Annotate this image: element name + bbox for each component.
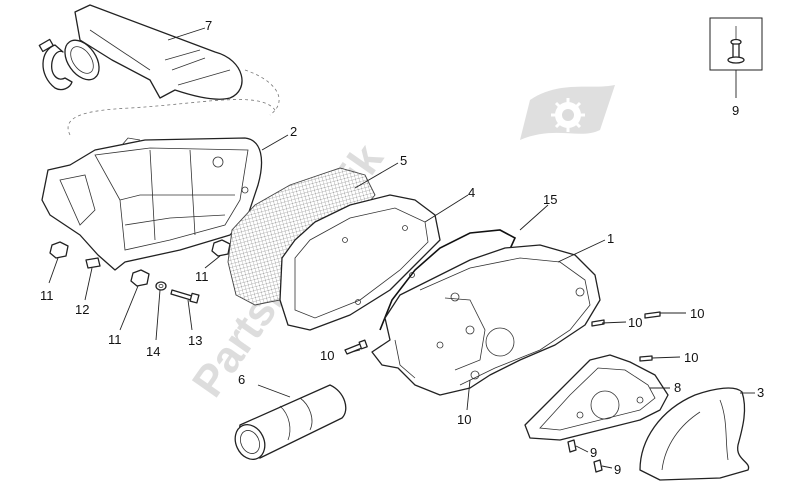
pin-part-12 [85,257,101,269]
grommet-part-11-left [49,241,69,259]
callout-10-top-right: 10 [690,306,704,321]
callout-3: 3 [757,385,764,400]
watermark-gear-flag-icon [520,85,615,140]
callout-2: 2 [290,124,297,139]
washer-part-14 [155,281,167,291]
callout-10-bottom: 10 [457,412,471,427]
leader-lines [48,27,755,469]
callout-14: 14 [146,344,160,359]
callout-12: 12 [75,302,89,317]
callout-11-lower: 11 [108,332,122,347]
intake-duct-part-7 [38,4,280,116]
callout-13: 13 [188,333,202,348]
callout-labels: 7 2 5 4 15 1 9 6 8 3 10 10 10 10 10 9 9 … [40,18,764,477]
grommet-part-11-lower [130,269,150,287]
callout-7: 7 [205,18,212,33]
callout-5: 5 [400,153,407,168]
callout-1: 1 [607,231,614,246]
inlet-pipe-part-6 [234,384,347,461]
callout-4: 4 [468,185,475,200]
screw-part-9-b [593,459,603,473]
callout-10-middle: 10 [628,315,642,330]
filter-cover-part-1 [371,244,601,396]
callout-6: 6 [238,372,245,387]
screw-part-10-left [344,339,368,355]
screw-part-10-lower-right [639,355,653,362]
callout-11-left: 11 [40,288,54,303]
callout-9-box: 9 [732,103,739,118]
screw-part-10-top-right [644,311,661,319]
callout-11-right: 11 [195,269,209,284]
callout-10-lower-right: 10 [684,350,698,365]
callout-8: 8 [674,380,681,395]
hardware-inset-box-part-9 [709,17,763,71]
screw-part-9-a [567,439,577,453]
filter-housing-part-2 [41,99,276,271]
callout-15: 15 [543,192,557,207]
callout-9-a: 9 [590,445,597,460]
filter-frame-part-4 [279,194,441,331]
screw-part-10-middle [591,319,605,327]
grommet-part-11-right [211,239,231,257]
screw-part-13 [170,289,200,304]
callout-9-b: 9 [614,462,621,477]
cover-shell-part-3 [639,387,750,481]
callout-10-left: 10 [320,348,334,363]
gasket-plate-part-8 [524,354,669,441]
